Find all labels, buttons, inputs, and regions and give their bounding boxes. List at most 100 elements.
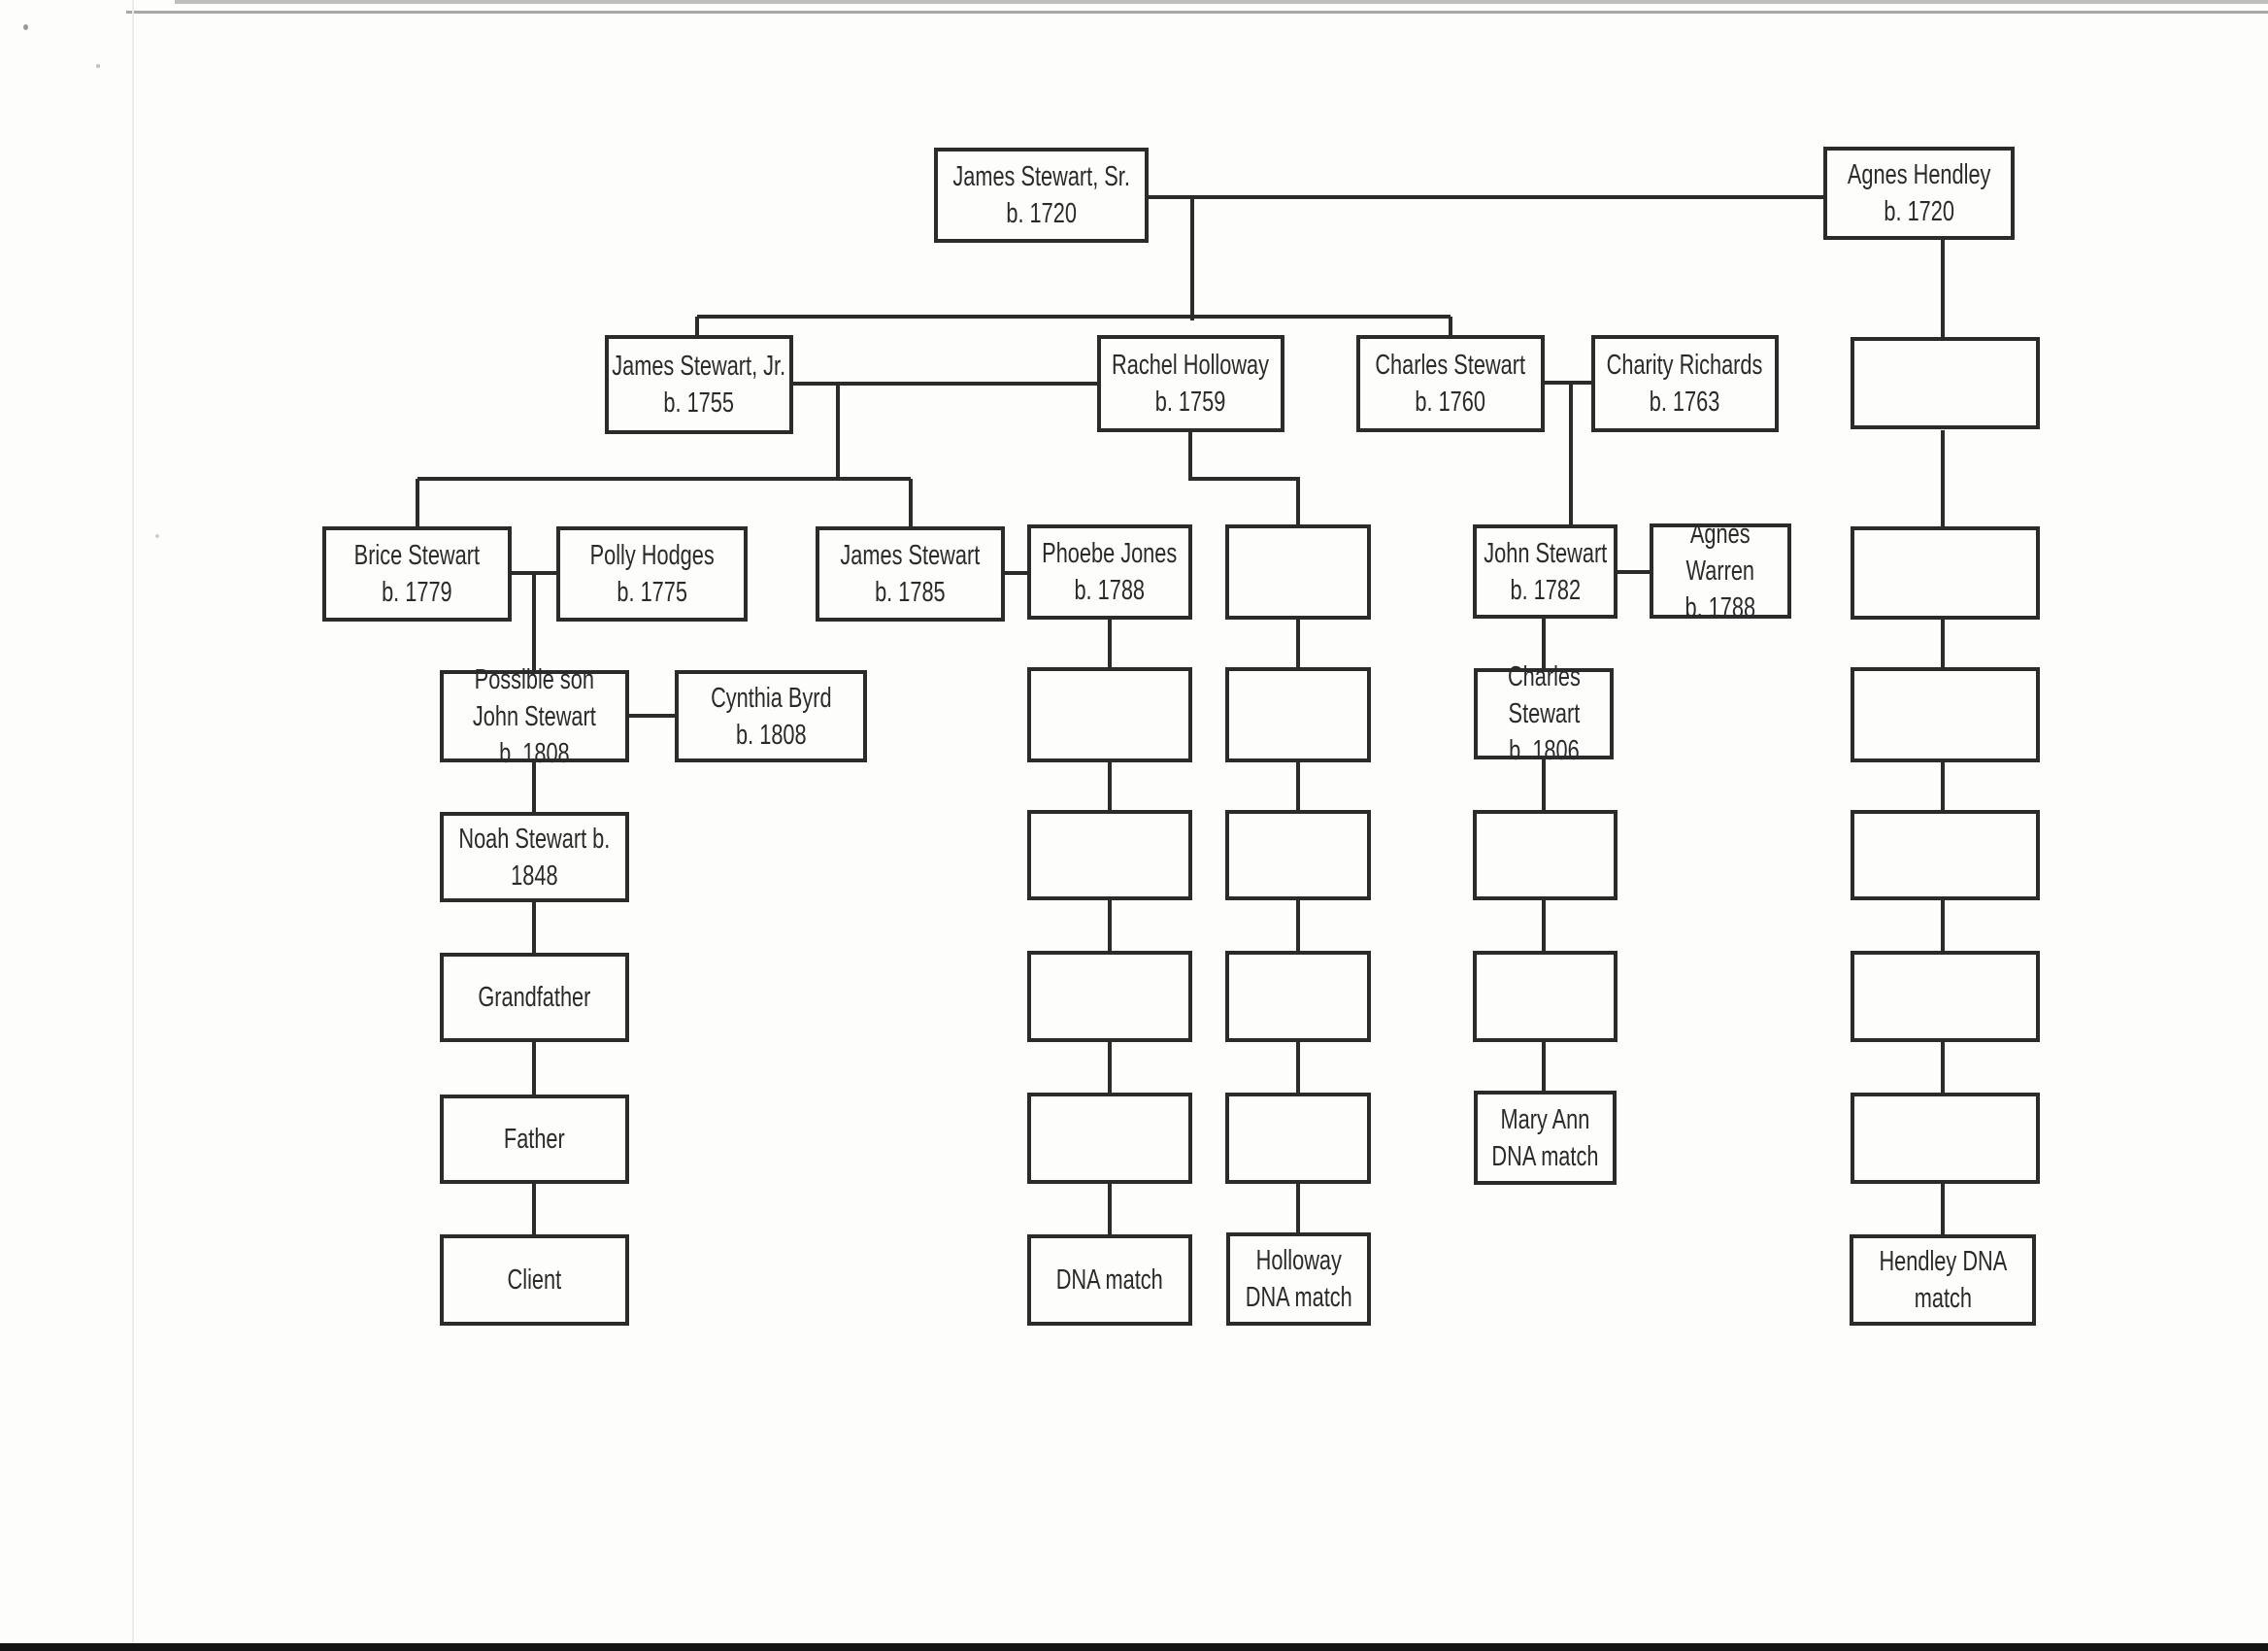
empty-jones-gen5-box — [1027, 810, 1192, 900]
empty-holloway-gen7-box — [1225, 1093, 1371, 1184]
scan-bottom-bar — [0, 1643, 2268, 1651]
connector-vertical — [1941, 1040, 1945, 1096]
polly-hodges-box: Polly Hodges b. 1775 — [556, 526, 748, 622]
polly-hodges-label: Polly Hodges b. 1775 — [589, 540, 715, 608]
connector-vertical — [1542, 1040, 1546, 1095]
connector-horizontal — [697, 315, 1451, 319]
holloway-dna-match-label: Holloway DNA match — [1245, 1245, 1352, 1313]
empty-hendley-gen6-box — [1851, 951, 2040, 1042]
connector-horizontal — [793, 382, 1097, 386]
dust-speck — [96, 64, 100, 68]
connector-vertical — [1941, 760, 1945, 814]
hendley-dna-match-box: Hendley DNA match — [1850, 1234, 2036, 1326]
empty-holloway-gen5-box — [1225, 810, 1371, 900]
connector-horizontal — [1149, 195, 1823, 199]
connector-vertical — [1449, 317, 1452, 337]
connector-vertical — [1941, 430, 1945, 526]
connector-vertical — [532, 1040, 536, 1096]
connector-vertical — [1569, 383, 1573, 526]
empty-holloway-gen4-box — [1225, 667, 1371, 762]
connector-vertical — [532, 898, 536, 955]
dust-speck — [155, 534, 159, 538]
possible-son-john-stewart-box: Possible son John Stewart b. 1808 — [440, 664, 629, 769]
grandfather-box: Grandfather — [440, 953, 629, 1042]
cynthia-byrd-box: Cynthia Byrd b. 1808 — [675, 670, 867, 762]
scan-top-line — [126, 11, 2268, 14]
connector-horizontal — [417, 477, 911, 481]
rachel-holloway-label: Rachel Holloway b. 1759 — [1112, 350, 1270, 418]
john-stewart-1782-box: John Stewart b. 1782 — [1473, 524, 1618, 619]
client-label: Client — [507, 1264, 562, 1296]
cynthia-byrd-label: Cynthia Byrd b. 1808 — [710, 682, 832, 751]
empty-hendley-gen4-box — [1851, 667, 2040, 762]
empty-hendley-gen5-box — [1851, 810, 2040, 900]
connector-vertical — [532, 760, 536, 814]
empty-stewart-gen5-box — [1473, 810, 1618, 900]
client-box: Client — [440, 1234, 629, 1326]
connector-vertical — [1941, 1182, 1945, 1236]
empty-hendley-gen3-box — [1851, 526, 2040, 620]
connector-vertical — [1941, 240, 1945, 339]
james-stewart-1785-label: James Stewart b. 1785 — [840, 540, 981, 608]
connector-vertical — [909, 479, 913, 528]
holloway-dna-match-box: Holloway DNA match — [1226, 1232, 1371, 1326]
dna-match-box: DNA match — [1027, 1234, 1192, 1326]
charity-richards-label: Charity Richards b. 1763 — [1607, 350, 1763, 418]
connector-vertical — [1542, 758, 1546, 814]
empty-hendley-gen7-box — [1851, 1093, 2040, 1184]
empty-holloway-gen6-box — [1225, 951, 1371, 1042]
james-stewart-sr-box: James Stewart, Sr. b. 1720 — [934, 148, 1149, 243]
mary-ann-dna-match-box: Mary Ann DNA match — [1474, 1091, 1617, 1185]
mary-ann-dna-match-label: Mary Ann DNA match — [1491, 1103, 1599, 1172]
connector-vertical — [1108, 1182, 1112, 1236]
connector-vertical — [1296, 898, 1300, 955]
charles-stewart-1760-box: Charles Stewart b. 1760 — [1356, 335, 1545, 432]
charles-stewart-1806-label: Charles Stewart b. 1806 — [1507, 661, 1581, 766]
connector-vertical — [416, 479, 419, 528]
connector-vertical — [1296, 1182, 1300, 1236]
agnes-hendley-box: Agnes Hendley b. 1720 — [1823, 147, 2015, 240]
connector-horizontal — [1005, 571, 1027, 575]
connector-horizontal — [1618, 570, 1650, 574]
james-stewart-1785-box: James Stewart b. 1785 — [816, 526, 1005, 622]
phoebe-jones-box: Phoebe Jones b. 1788 — [1027, 524, 1192, 620]
connector-horizontal — [1545, 381, 1591, 385]
connector-vertical — [1108, 1040, 1112, 1096]
connector-vertical — [1941, 898, 1945, 955]
grandfather-label: Grandfather — [478, 982, 591, 1013]
empty-hendley-gen2-box — [1851, 337, 2040, 429]
agnes-warren-label: Agnes Warren b. 1788 — [1684, 519, 1756, 623]
connector-vertical — [1296, 1040, 1300, 1096]
john-stewart-1782-label: John Stewart b. 1782 — [1484, 537, 1607, 606]
agnes-hendley-label: Agnes Hendley b. 1720 — [1847, 159, 1991, 227]
empty-jones-gen7-box — [1027, 1093, 1192, 1184]
charles-stewart-1760-label: Charles Stewart b. 1760 — [1375, 350, 1526, 418]
connector-vertical — [695, 317, 699, 337]
connector-vertical — [1190, 197, 1194, 320]
james-stewart-jr-box: James Stewart, Jr. b. 1755 — [605, 335, 793, 434]
connector-vertical — [1296, 620, 1300, 669]
james-stewart-sr-label: James Stewart, Sr. b. 1720 — [952, 161, 1130, 229]
noah-stewart-label: Noah Stewart b. 1848 — [458, 823, 611, 892]
connector-vertical — [1108, 898, 1112, 955]
possible-son-john-stewart-label: Possible son John Stewart b. 1808 — [473, 663, 596, 769]
scan-top-edge-shadow — [175, 0, 2268, 4]
connector-horizontal — [629, 714, 675, 718]
connector-vertical — [836, 384, 840, 481]
connector-vertical — [1542, 898, 1546, 955]
charity-richards-box: Charity Richards b. 1763 — [1591, 335, 1779, 432]
connector-vertical — [1542, 617, 1546, 670]
empty-holloway-gen3-box — [1225, 524, 1371, 620]
noah-stewart-box: Noah Stewart b. 1848 — [440, 812, 629, 902]
connector-vertical — [1296, 479, 1300, 526]
dust-speck — [23, 24, 28, 30]
rachel-holloway-box: Rachel Holloway b. 1759 — [1097, 335, 1284, 432]
connector-vertical — [1296, 760, 1300, 814]
empty-jones-gen4-box — [1027, 667, 1192, 762]
connector-vertical — [1188, 430, 1192, 481]
agnes-warren-box: Agnes Warren b. 1788 — [1650, 519, 1791, 623]
connector-vertical — [1941, 620, 1945, 669]
connector-horizontal — [1190, 477, 1300, 481]
connector-vertical — [1108, 620, 1112, 669]
